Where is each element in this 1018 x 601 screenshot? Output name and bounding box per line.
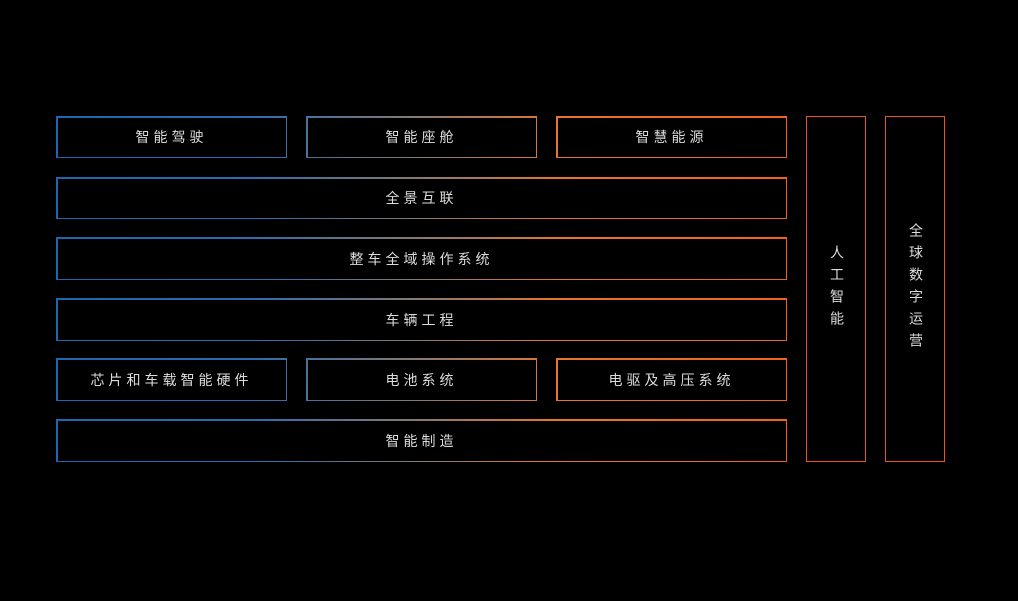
box-connectivity: 全景互联 <box>56 177 787 219</box>
box-smart-energy: 智慧能源 <box>556 116 787 158</box>
box-label: 电池系统 <box>307 359 536 400</box>
box-label: 智慧能源 <box>557 117 786 157</box>
box-label: 车辆工程 <box>57 299 786 340</box>
box-label: 智能制造 <box>57 420 786 461</box>
box-label: 全球数字运营 <box>907 223 923 355</box>
box-autonomous-driving: 智能驾驶 <box>56 116 287 158</box>
box-ai: 人工智能 <box>806 116 866 462</box>
box-digital-ops: 全球数字运营 <box>885 116 945 462</box>
box-smart-cockpit: 智能座舱 <box>306 116 537 158</box>
box-label: 人工智能 <box>828 245 844 333</box>
box-label: 全景互联 <box>57 178 786 218</box>
box-label: 智能座舱 <box>307 117 536 157</box>
box-e-drive: 电驱及高压系统 <box>556 358 787 401</box>
box-label: 智能驾驶 <box>57 117 286 157</box>
box-vehicle-os: 整车全域操作系统 <box>56 237 787 280</box>
box-manufacturing: 智能制造 <box>56 419 787 462</box>
box-vehicle-engineering: 车辆工程 <box>56 298 787 341</box>
box-label: 电驱及高压系统 <box>557 359 786 400</box>
box-battery: 电池系统 <box>306 358 537 401</box>
box-label: 整车全域操作系统 <box>57 238 786 279</box>
box-label: 芯片和车载智能硬件 <box>57 359 286 400</box>
box-chips-hardware: 芯片和车载智能硬件 <box>56 358 287 401</box>
